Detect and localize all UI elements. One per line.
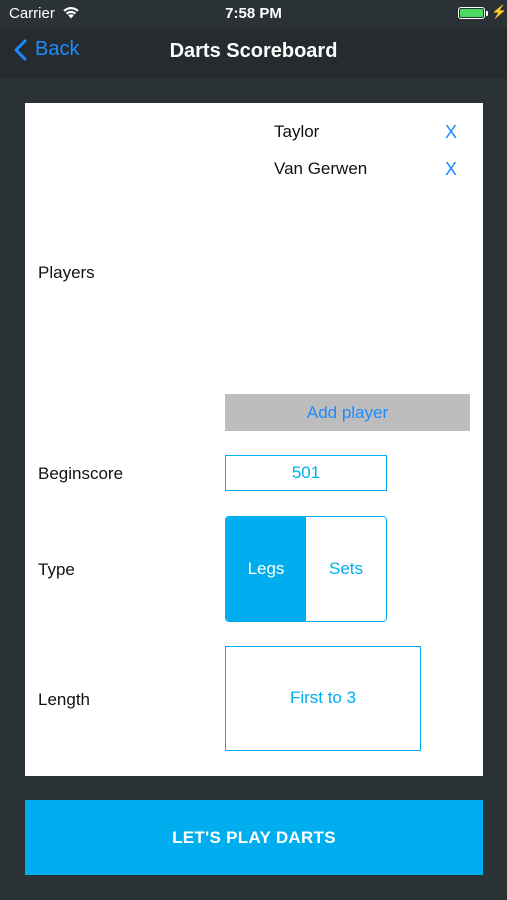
battery-tip bbox=[486, 11, 488, 16]
add-player-button[interactable]: Add player bbox=[225, 394, 470, 431]
charging-bolt-icon: ⚡ bbox=[491, 4, 507, 19]
carrier-label: Carrier bbox=[9, 5, 55, 22]
beginscore-field[interactable]: 501 bbox=[225, 455, 387, 491]
play-darts-button[interactable]: LET'S PLAY DARTS bbox=[25, 800, 483, 875]
page-title: Darts Scoreboard bbox=[169, 40, 338, 62]
back-button[interactable]: Back bbox=[14, 38, 79, 61]
length-label: Length bbox=[38, 690, 90, 709]
type-option-legs[interactable]: Legs bbox=[226, 517, 306, 621]
beginscore-label: Beginscore bbox=[38, 464, 124, 483]
type-segmented-control: Legs Sets bbox=[225, 516, 387, 622]
settings-card: Taylor X Van Gerwen X Players Add player… bbox=[25, 103, 483, 776]
type-label: Type bbox=[38, 560, 75, 579]
wifi-icon bbox=[62, 6, 80, 23]
chevron-left-icon bbox=[14, 39, 27, 60]
status-time: 7:58 PM bbox=[225, 5, 282, 22]
back-label: Back bbox=[35, 38, 80, 60]
length-picker[interactable]: First to 3 bbox=[225, 646, 421, 751]
player-name-van-gerwen: Van Gerwen bbox=[274, 159, 368, 178]
status-bar: Carrier 7:58 PM ⚡ bbox=[0, 0, 507, 28]
battery-icon bbox=[458, 7, 485, 19]
remove-player-van-gerwen-button[interactable]: X bbox=[445, 159, 458, 179]
player-name-taylor: Taylor bbox=[274, 122, 320, 141]
type-option-sets[interactable]: Sets bbox=[306, 517, 386, 621]
remove-player-taylor-button[interactable]: X bbox=[445, 122, 458, 142]
navigation-bar: Back Darts Scoreboard bbox=[0, 28, 507, 78]
players-label: Players bbox=[38, 263, 95, 282]
